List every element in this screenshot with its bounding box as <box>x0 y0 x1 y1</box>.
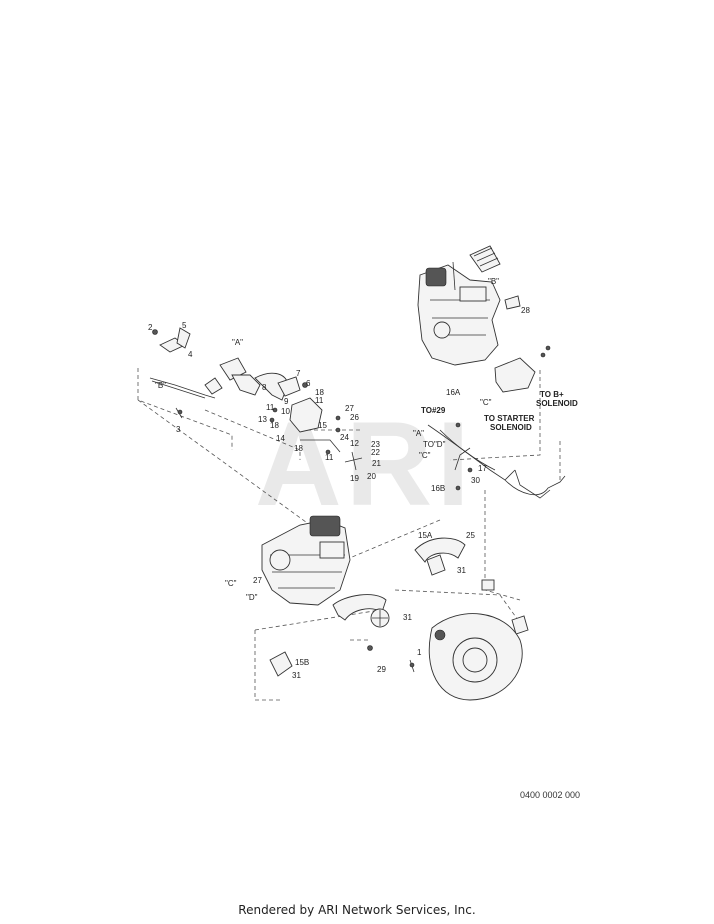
callout: 11 <box>266 403 275 412</box>
callout: 11 <box>325 453 334 462</box>
callout: 13 <box>258 415 267 424</box>
callout: 15 <box>318 421 327 430</box>
footer-credit: Rendered by ARI Network Services, Inc. <box>238 903 476 917</box>
callout: 31 <box>457 566 466 575</box>
ref-c-wire: "C" <box>480 398 492 407</box>
ref-b-top: "B" <box>488 277 499 286</box>
callout: 4 <box>188 350 193 359</box>
wire-harness <box>427 422 566 499</box>
callout: 3 <box>176 425 181 434</box>
ref-a-left: "A" <box>232 338 243 347</box>
callout: 25 <box>466 531 475 540</box>
callout: 23 <box>371 440 380 449</box>
engine-assembly-top <box>417 261 521 366</box>
note-to-b-1: TO B+ <box>540 390 564 399</box>
callout: 2 <box>148 323 153 332</box>
callout: 1 <box>417 648 422 657</box>
shroud-pieces <box>269 537 529 677</box>
callout: 18 <box>294 444 303 453</box>
ref-c-mid: "C" <box>419 451 431 460</box>
callout: 27 <box>253 576 262 585</box>
callout: 20 <box>367 472 376 481</box>
callout: 28 <box>521 306 530 315</box>
callout: 15A <box>418 531 433 540</box>
callout: 17 <box>478 464 487 473</box>
callout: 11 <box>315 396 324 405</box>
callout: 5 <box>182 321 187 330</box>
callout: 27 <box>345 404 354 413</box>
callout: 24 <box>340 433 349 442</box>
engine-assembly-bottom <box>261 515 351 606</box>
callout: 31 <box>403 613 412 622</box>
air-filter-element <box>469 245 501 273</box>
ref-c-engine: "C" <box>225 579 237 588</box>
note-to-b-2: SOLENOID <box>536 399 578 408</box>
ref-d-engine: "D" <box>246 593 258 602</box>
callout: 9 <box>284 397 289 406</box>
callout: 12 <box>350 439 359 448</box>
watermark: ARI <box>255 397 474 531</box>
note-to-starter-1: TO STARTER <box>484 414 535 423</box>
callout: 22 <box>371 448 380 457</box>
callout: 14 <box>276 434 285 443</box>
callout: 15B <box>295 658 309 667</box>
ref-a-top: "A" <box>413 429 424 438</box>
callout: 30 <box>471 476 480 485</box>
note-to-starter-2: SOLENOID <box>490 423 532 432</box>
callout: 16A <box>446 388 461 397</box>
callout: 19 <box>350 474 359 483</box>
callout-labels: 2 5 4 3 "A" "B" 7 6 8 9 18 11 11 10 13 1… <box>148 277 578 680</box>
callout: 8 <box>262 383 267 392</box>
callout: 10 <box>281 407 290 416</box>
callout: 18 <box>270 421 279 430</box>
note-to-29: TO#29 <box>421 406 446 415</box>
callout: 21 <box>372 459 381 468</box>
callout: 26 <box>350 413 359 422</box>
linkage-parts <box>149 327 363 471</box>
callout: 29 <box>377 665 386 674</box>
callout: 31 <box>292 671 301 680</box>
starter-motor <box>494 345 551 393</box>
callout: 18 <box>315 388 324 397</box>
ref-d-wire: TO"D" <box>423 440 446 449</box>
callout: 16B <box>431 484 445 493</box>
ref-b-left: "B" <box>155 381 166 390</box>
callout: 6 <box>306 379 311 388</box>
callout: 7 <box>296 369 301 378</box>
blower-housing <box>367 613 523 701</box>
drawing-code: 0400 0002 000 <box>520 790 581 800</box>
